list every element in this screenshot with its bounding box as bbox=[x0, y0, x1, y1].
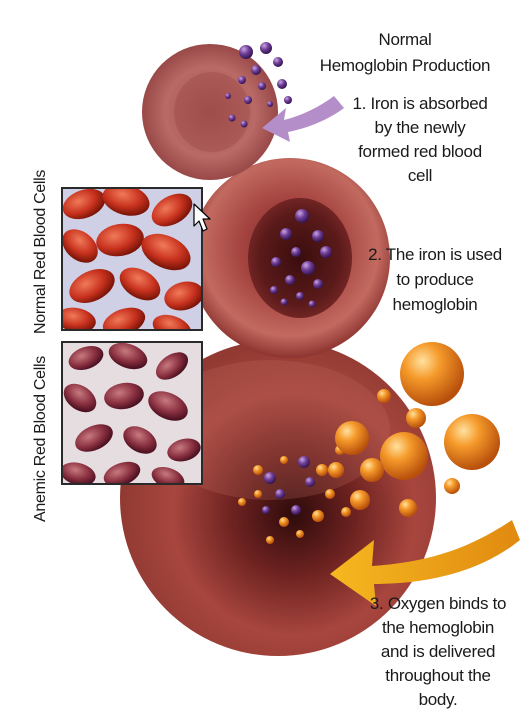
step-3-text: 3. Oxygen binds to the hemoglobin and is… bbox=[370, 594, 506, 709]
title-line-2: Hemoglobin Production bbox=[300, 56, 510, 76]
step-2-text: 2. The iron is used to produce hemoglobi… bbox=[368, 245, 502, 314]
step-2-caption: 2. The iron is used to produce hemoglobi… bbox=[350, 242, 520, 317]
normal-cells-label: Normal Red Blood Cells bbox=[32, 170, 50, 334]
step-3-caption: 3. Oxygen binds to the hemoglobin and is… bbox=[350, 592, 520, 712]
step-1-text: 1. Iron is absorbed by the newly formed … bbox=[352, 94, 487, 185]
title-line-1: Normal bbox=[340, 30, 470, 50]
anemic-cells-label: Anemic Red Blood Cells bbox=[32, 356, 50, 522]
step-1-caption: 1. Iron is absorbed by the newly formed … bbox=[332, 92, 508, 188]
anemic-red-blood-cells-panel bbox=[58, 338, 204, 493]
normal-red-blood-cells-panel bbox=[54, 179, 207, 346]
small-cell-center bbox=[174, 72, 250, 152]
